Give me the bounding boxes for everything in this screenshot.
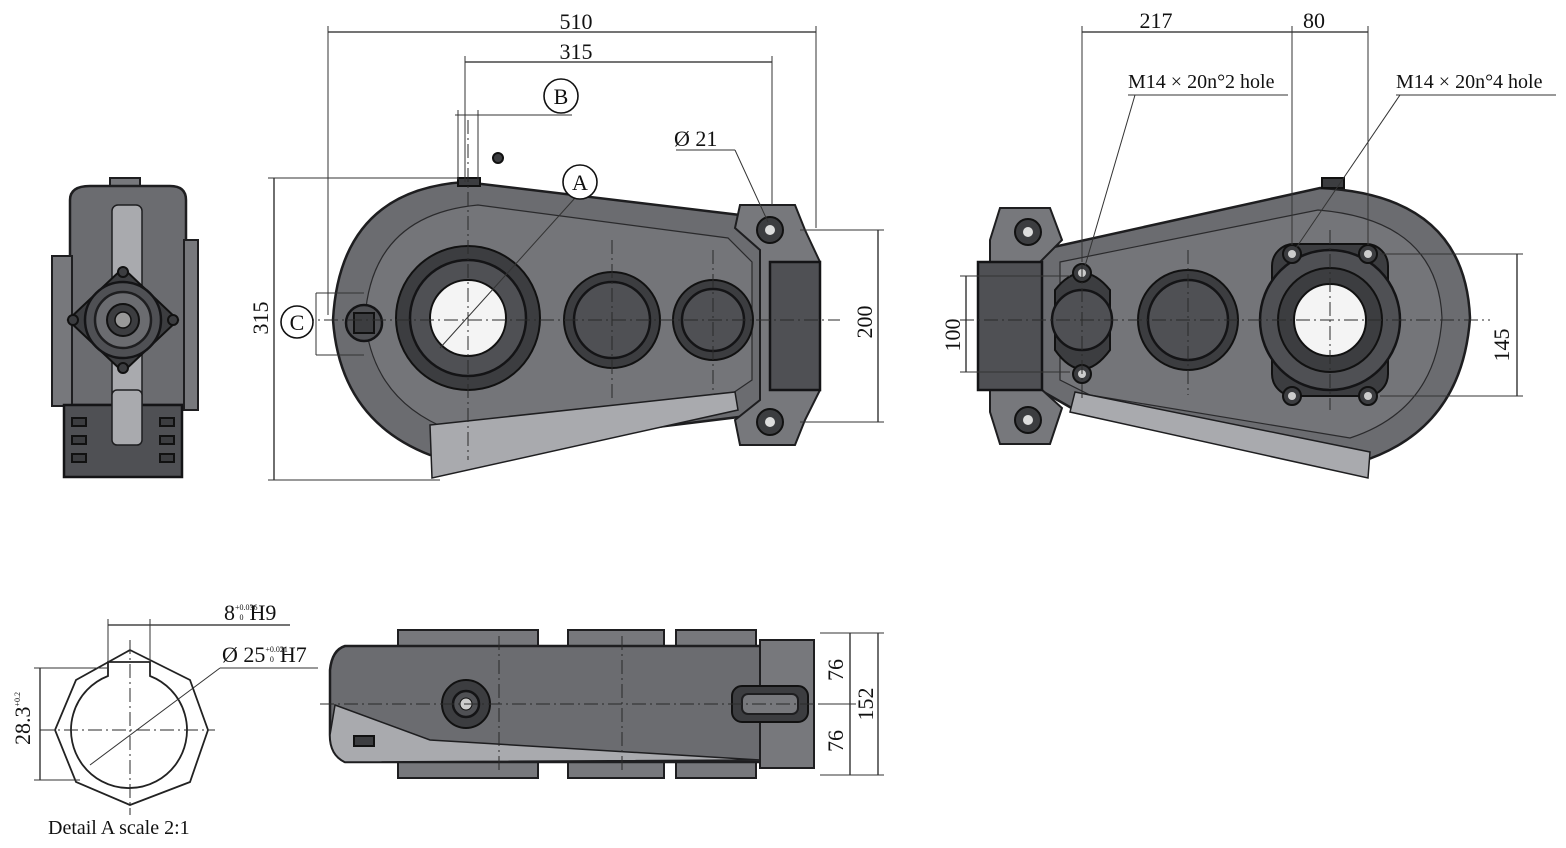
key-width-value: 8 — [224, 600, 235, 625]
side-view — [300, 120, 840, 479]
top-view-dimensions: 76 76 152 — [820, 632, 884, 776]
key-width-tol-lower: 0 — [240, 613, 244, 622]
key-width-tol-upper: +0.036 — [235, 603, 258, 612]
key-width-fit: H9 — [250, 600, 277, 625]
rear-view-dimensions: 217 80 M14 × 20n°2 hole M14 × 20n°4 hole… — [940, 8, 1556, 397]
dim-top-half-lower: 76 — [823, 730, 848, 752]
dim-overall-width: 510 — [560, 9, 593, 34]
key-depth-value: 28.3 — [10, 707, 35, 746]
key-depth-tol: +0.2 — [13, 692, 22, 707]
side-view-dimensions: 510 315 B A Ø 21 315 C 200 — [248, 9, 884, 481]
front-end-view — [51, 177, 199, 479]
dim-rear-right-spacing: 80 — [1303, 8, 1325, 33]
bore-diameter-value: Ø 25 — [222, 642, 265, 667]
dim-side-height: 315 — [248, 302, 273, 335]
dim-rear-left-height: 100 — [940, 319, 965, 352]
dim-rear-left-spacing: 217 — [1140, 8, 1173, 33]
dim-foot-height: 200 — [852, 306, 877, 339]
dim-hole-diameter: Ø 21 — [674, 126, 717, 151]
bore-tol-upper: +0.021 — [265, 645, 288, 654]
ref-a-label: A — [572, 170, 588, 195]
top-view — [320, 629, 830, 779]
detail-a-caption: Detail A scale 2:1 — [48, 817, 190, 839]
dim-rear-right-height: 145 — [1489, 329, 1514, 362]
dim-top-half-upper: 76 — [823, 659, 848, 681]
ref-c-label: C — [290, 310, 305, 335]
thread-note-4-holes: M14 × 20n°4 hole — [1396, 71, 1543, 93]
dim-top-total: 152 — [853, 688, 878, 721]
thread-note-2-holes: M14 × 20n°2 hole — [1128, 71, 1275, 93]
svg-text:28.3+0.2: 28.3+0.2 — [10, 692, 35, 745]
ref-b-label: B — [554, 84, 569, 109]
dim-shaft-distance: 315 — [560, 39, 593, 64]
bore-tol-lower: 0 — [270, 655, 274, 664]
bore-fit: H7 — [280, 642, 307, 667]
rear-view — [960, 177, 1490, 479]
detail-a-view — [40, 640, 215, 815]
front-foot-bolts — [71, 417, 175, 463]
